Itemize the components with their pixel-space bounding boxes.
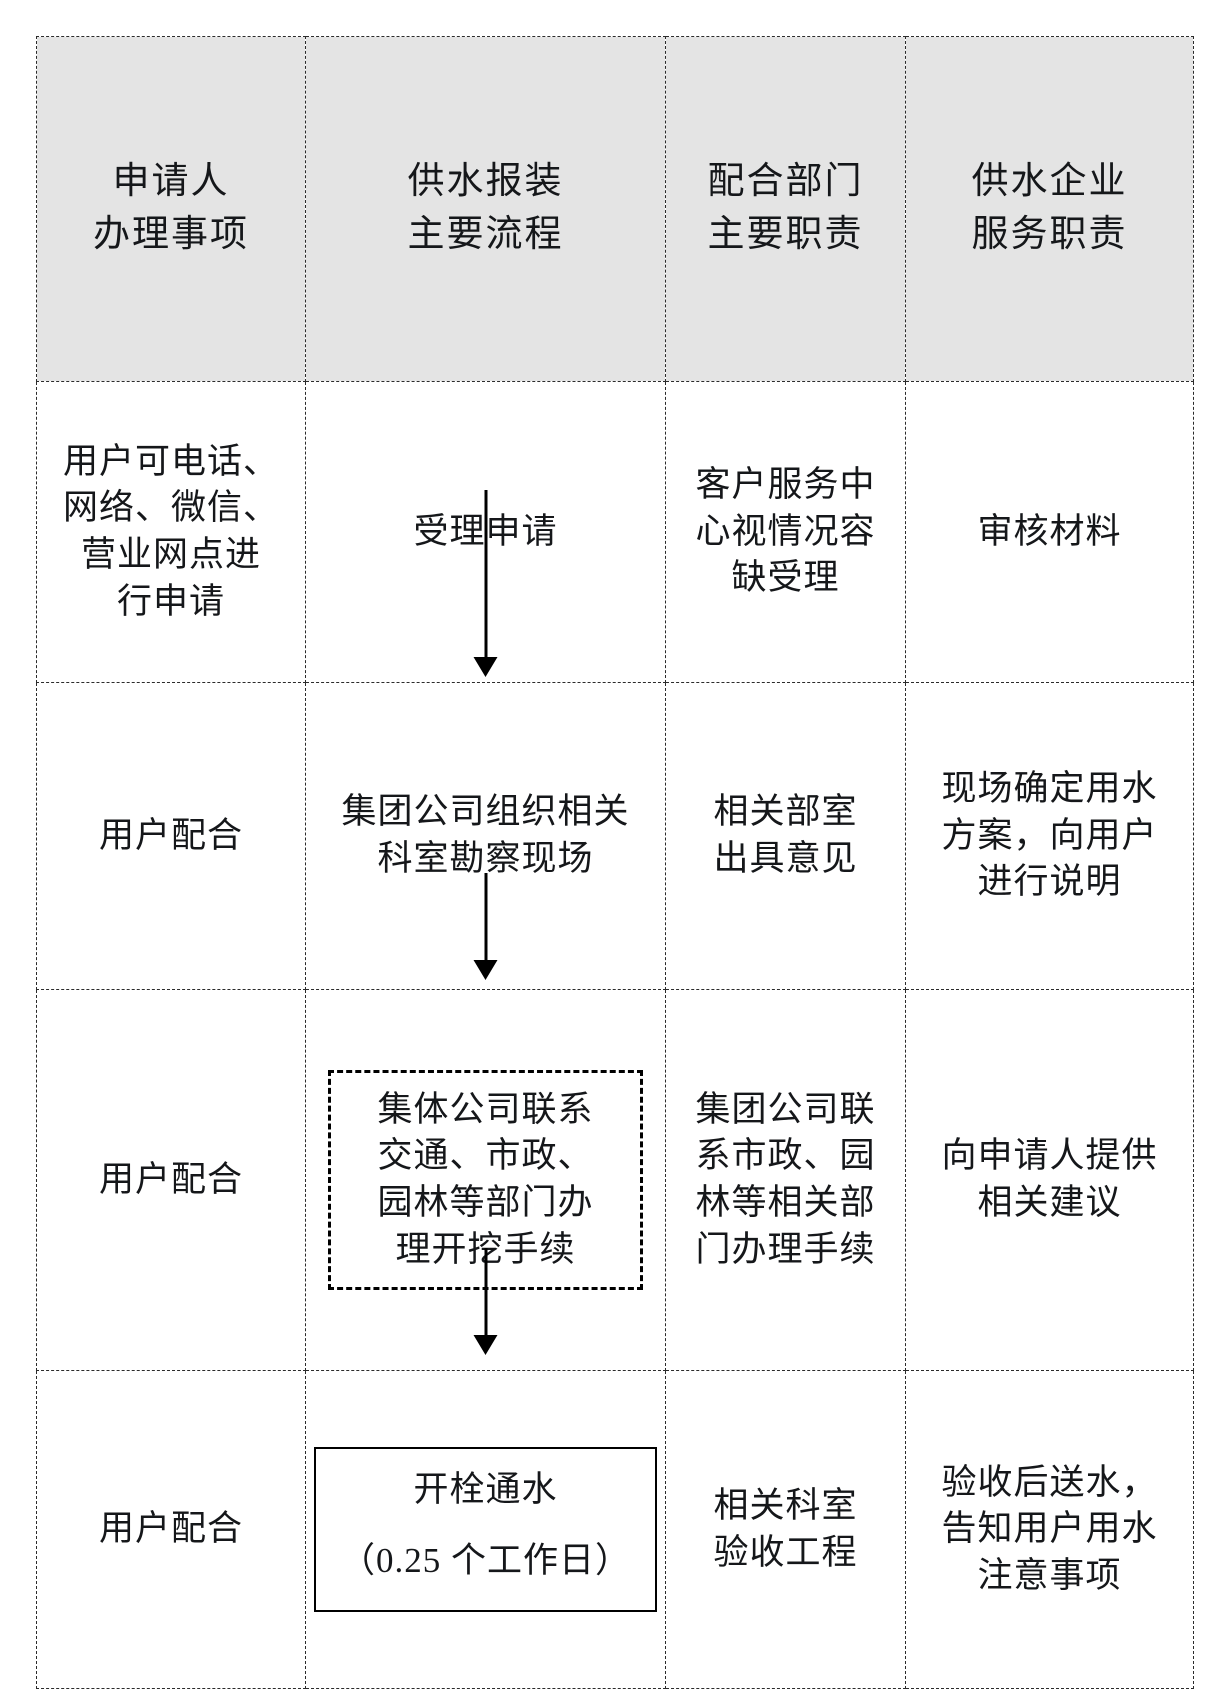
header-company-duties-label: 供水企业 服务职责 bbox=[971, 161, 1128, 255]
row1-company-duty-text: 审核材料 bbox=[977, 511, 1122, 551]
row4-dept-duty: 相关科室 验收工程 bbox=[665, 1370, 906, 1689]
table-row: 用户配合 集体公司联系 交通、市政、 园林等部门办 理开挖手续 集团公司联 系市… bbox=[36, 989, 1194, 1371]
row2-dept-duty: 相关部室 出具意见 bbox=[665, 682, 906, 990]
row3-process-step-text: 集体公司联系 交通、市政、 园林等部门办 理开挖手续 bbox=[377, 1089, 594, 1269]
table-header-row: 申请人 办理事项 供水报装 主要流程 配合部门 主要职责 供水企业 服务职责 bbox=[36, 36, 1194, 382]
row1-process-step: 受理申请 bbox=[305, 381, 666, 683]
header-company-duties: 供水企业 服务职责 bbox=[905, 36, 1194, 382]
row1-dept-duty-text: 客户服务中 心视情况容 缺受理 bbox=[695, 465, 876, 598]
row3-company-duty: 向申请人提供 相关建议 bbox=[905, 989, 1194, 1371]
row4-process-step-duration: （0.25 个工作日） bbox=[339, 1540, 631, 1580]
row3-company-duty-text: 向申请人提供 相关建议 bbox=[941, 1136, 1158, 1222]
row2-applicant-task: 用户配合 bbox=[36, 682, 306, 990]
row3-applicant-task-text: 用户配合 bbox=[98, 1159, 243, 1199]
table-row: 用户配合 集团公司组织相关 科室勘察现场 相关部室 出具意见 现场确定用水 方案… bbox=[36, 682, 1194, 990]
table-row: 用户配合 开栓通水 （0.25 个工作日） 相关科室 验收工程 验收后送水， 告… bbox=[36, 1370, 1194, 1689]
row4-process-step-title: 开栓通水 bbox=[413, 1469, 558, 1509]
arrow-survey-to-permits-icon bbox=[484, 873, 487, 963]
table-row: 用户可电话、 网络、微信、 营业网点进 行申请 受理申请 客户服务中 心视情况容… bbox=[36, 381, 1194, 683]
header-applicant-tasks: 申请人 办理事项 bbox=[36, 36, 306, 382]
row2-company-duty-text: 现场确定用水 方案，向用户 进行说明 bbox=[941, 769, 1158, 902]
row1-applicant-task: 用户可电话、 网络、微信、 营业网点进 行申请 bbox=[36, 381, 306, 683]
row2-company-duty: 现场确定用水 方案，向用户 进行说明 bbox=[905, 682, 1194, 990]
row2-dept-duty-text: 相关部室 出具意见 bbox=[713, 792, 858, 878]
row4-process-step: 开栓通水 （0.25 个工作日） bbox=[305, 1370, 666, 1689]
open-valve-solid-box: 开栓通水 （0.25 个工作日） bbox=[314, 1446, 657, 1613]
row4-applicant-task-text: 用户配合 bbox=[98, 1509, 243, 1549]
header-dept-duties: 配合部门 主要职责 bbox=[665, 36, 906, 382]
row3-process-step: 集体公司联系 交通、市政、 园林等部门办 理开挖手续 bbox=[305, 989, 666, 1371]
row3-dept-duty-text: 集团公司联 系市政、园 林等相关部 门办理手续 bbox=[695, 1089, 876, 1269]
row2-process-step-text: 集团公司组织相关 科室勘察现场 bbox=[341, 792, 630, 878]
row3-dept-duty: 集团公司联 系市政、园 林等相关部 门办理手续 bbox=[665, 989, 906, 1371]
header-dept-duties-label: 配合部门 主要职责 bbox=[707, 161, 864, 255]
row1-dept-duty: 客户服务中 心视情况容 缺受理 bbox=[665, 381, 906, 683]
row1-applicant-task-text: 用户可电话、 网络、微信、 营业网点进 行申请 bbox=[62, 441, 279, 621]
permits-dashed-box: 集体公司联系 交通、市政、 园林等部门办 理开挖手续 bbox=[328, 1069, 643, 1291]
row4-company-duty-text: 验收后送水， 告知用户用水 注意事项 bbox=[941, 1462, 1158, 1595]
arrow-accept-to-survey-icon bbox=[484, 490, 487, 660]
row4-dept-duty-text: 相关科室 验收工程 bbox=[713, 1485, 858, 1572]
header-main-process-label: 供水报装 主要流程 bbox=[407, 161, 564, 255]
supply-water-process-table: 申请人 办理事项 供水报装 主要流程 配合部门 主要职责 供水企业 服务职责 用… bbox=[36, 36, 1194, 1689]
row2-applicant-task-text: 用户配合 bbox=[98, 815, 243, 855]
row4-applicant-task: 用户配合 bbox=[36, 1370, 306, 1689]
row2-process-step: 集团公司组织相关 科室勘察现场 bbox=[305, 682, 666, 990]
row4-company-duty: 验收后送水， 告知用户用水 注意事项 bbox=[905, 1370, 1194, 1689]
header-applicant-tasks-label: 申请人 办理事项 bbox=[93, 161, 249, 255]
arrow-permits-to-supply-icon bbox=[484, 1248, 487, 1338]
row1-company-duty: 审核材料 bbox=[905, 381, 1194, 683]
row3-applicant-task: 用户配合 bbox=[36, 989, 306, 1371]
header-main-process: 供水报装 主要流程 bbox=[305, 36, 666, 382]
